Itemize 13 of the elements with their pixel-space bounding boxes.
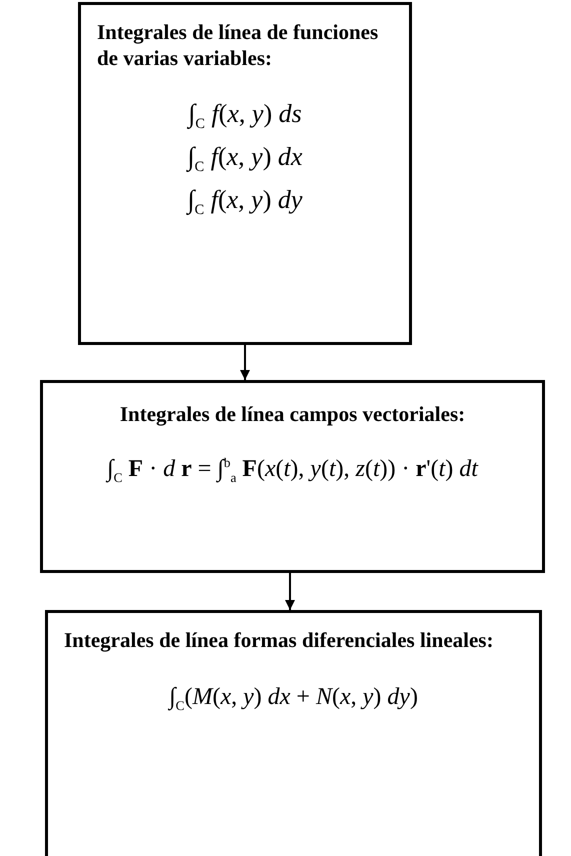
process-box — [78, 2, 412, 345]
box-heading: Integrales de línea de funciones de varias variables: — [97, 19, 380, 72]
process-box — [40, 380, 545, 573]
formula: ∫$_{C}$ f(x, y) dy — [188, 184, 302, 220]
process-box — [45, 610, 542, 856]
formula: ∫$_{C}$ f(x, y) dx — [188, 140, 302, 176]
arrow — [240, 345, 250, 380]
formula: ∫$_{C}$ F · d r = ∫$^{b}$$_{a}$ F(x(t), y(t), z(t)) · r'(t) dt — [107, 455, 478, 486]
arrow — [285, 573, 295, 610]
formula: ∫$_{C}$ f(x, y) ds — [188, 98, 302, 133]
box-heading: Integrales de línea formas diferenciales lineales: — [64, 627, 494, 654]
box-heading: Integrales de línea campos vectoriales: — [118, 401, 466, 428]
formula: ∫$_{C}$(M(x, y) dx + N(x, y) dy) — [169, 683, 418, 714]
